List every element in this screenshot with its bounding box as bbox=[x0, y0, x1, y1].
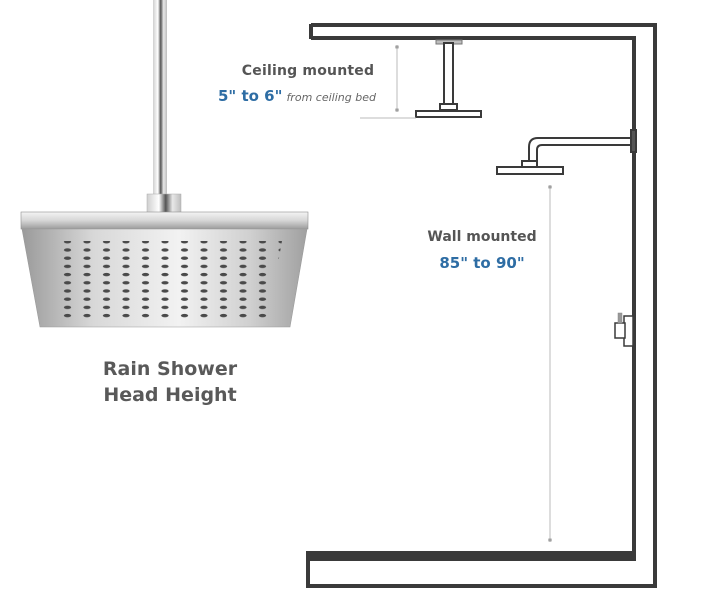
shower-arm-pipe bbox=[153, 0, 167, 198]
bathroom-wall-outline bbox=[306, 23, 657, 588]
inner-wall-line bbox=[311, 36, 636, 556]
ceiling-range-value: 5" to 6" bbox=[218, 87, 283, 105]
ceiling-range-note: from ceiling bed bbox=[286, 91, 376, 104]
shower-head-rim bbox=[20, 211, 309, 230]
wall-mounted-shower-head bbox=[496, 129, 637, 175]
shower-arm-collar bbox=[146, 193, 182, 215]
shower-head-nozzles bbox=[52, 241, 282, 320]
ceiling-mounted-range: 5" to 6"from ceiling bed bbox=[218, 87, 408, 105]
shower-valve-control bbox=[614, 312, 634, 347]
wall-mounted-label: Wall mounted bbox=[427, 229, 537, 245]
wall-dimension-line bbox=[548, 185, 552, 542]
ceiling-dimension-line bbox=[360, 45, 416, 119]
ceiling-mounted-label: Ceiling mounted bbox=[241, 63, 375, 79]
ceiling-mounted-shower-head bbox=[415, 39, 482, 118]
diagram-title: Rain Shower Head Height bbox=[80, 356, 260, 408]
floor-slab bbox=[307, 551, 636, 561]
title-line-2: Head Height bbox=[103, 384, 237, 406]
rain-shower-head-illustration bbox=[20, 0, 309, 328]
outer-wall-line bbox=[306, 23, 657, 588]
title-line-1: Rain Shower bbox=[102, 358, 238, 380]
wall-mounted-range: 85" to 90" bbox=[439, 254, 525, 272]
